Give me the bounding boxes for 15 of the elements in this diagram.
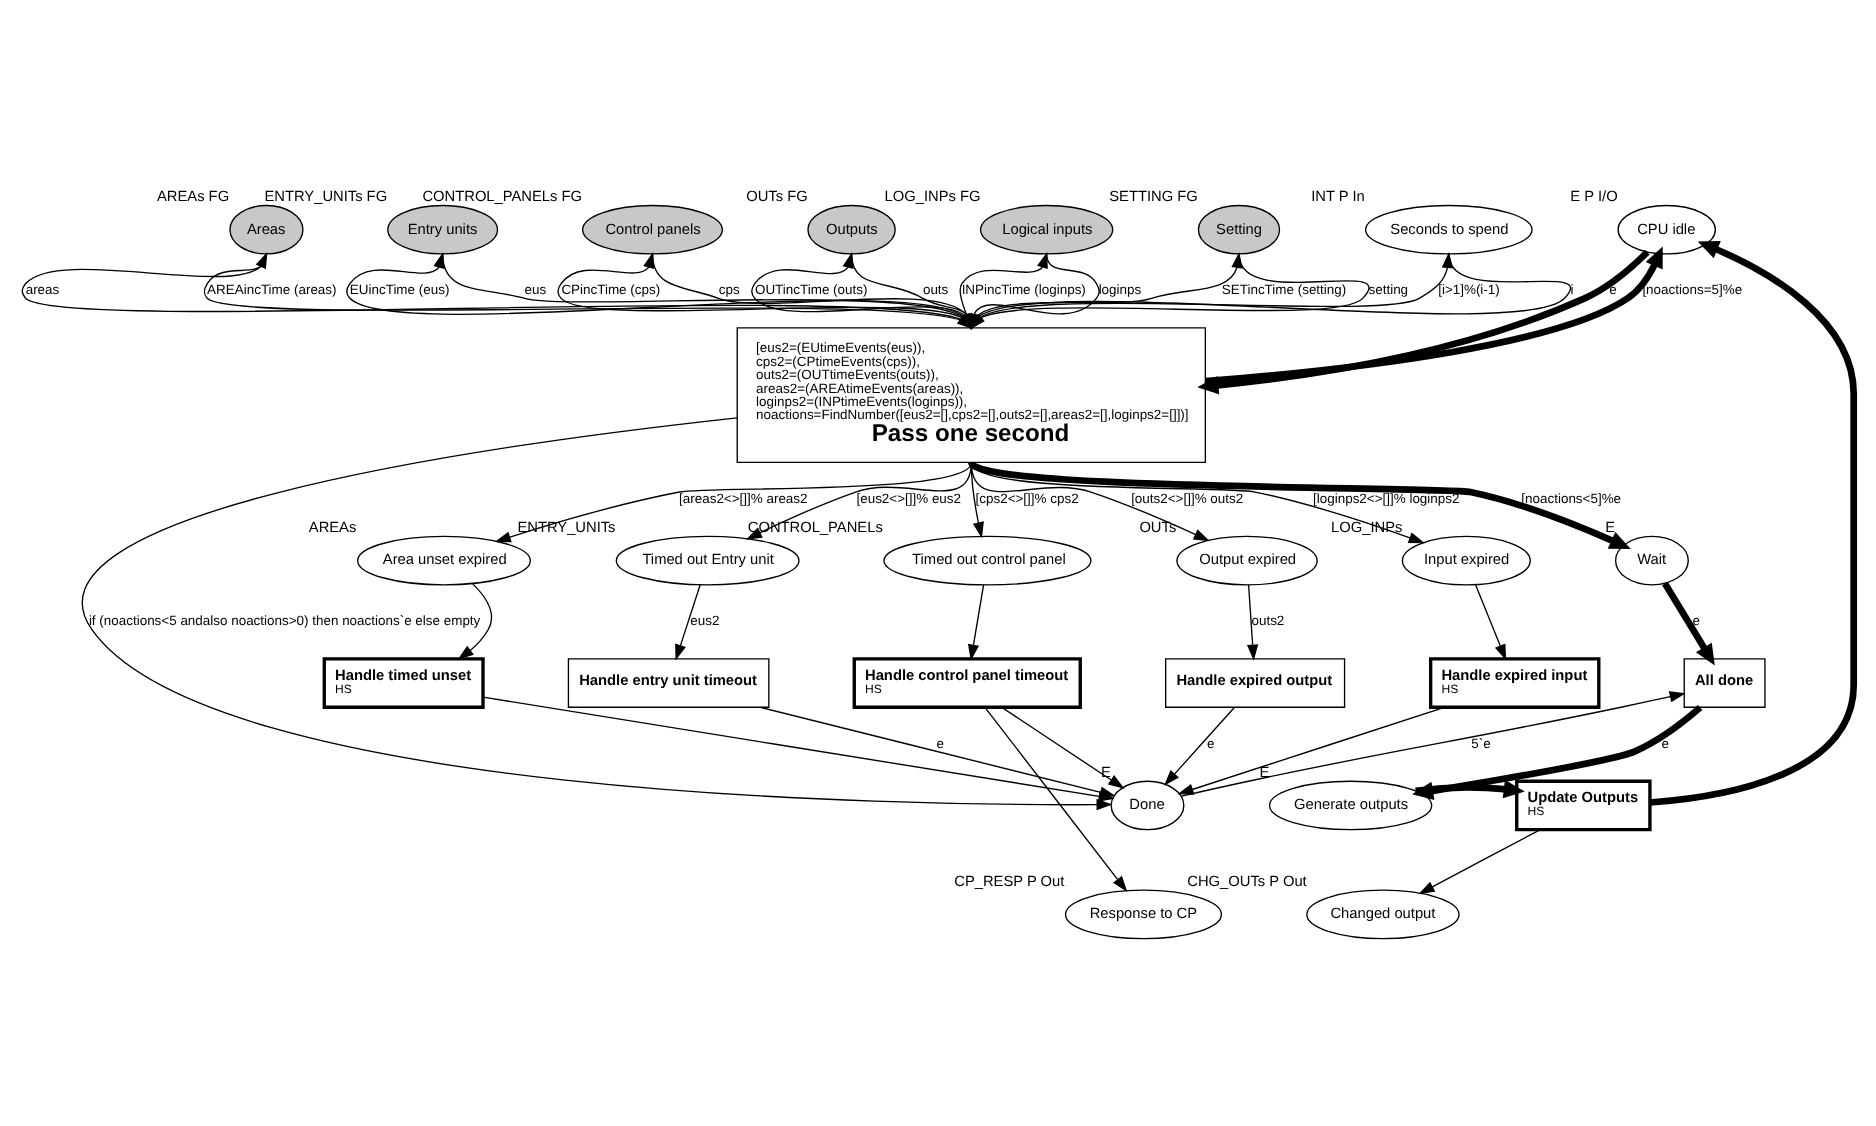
node-label: ENTRY_UNITs FG xyxy=(264,186,388,205)
node-label: AREAs xyxy=(308,517,357,536)
node-label: INT P In xyxy=(1311,186,1365,205)
node-label: E xyxy=(1259,761,1270,780)
node-label: E xyxy=(1605,517,1616,536)
node-label: SETTING FG xyxy=(1109,186,1198,205)
node-label: LOG_INPs FG xyxy=(884,186,981,205)
node-label: E P I/O xyxy=(1570,186,1618,205)
node-label: OUTs xyxy=(1139,517,1177,536)
node-label: E xyxy=(1100,761,1111,780)
node-label: CONTROL_PANELs FG xyxy=(422,186,583,205)
node-label: CHG_OUTs P Out xyxy=(1187,870,1307,889)
node-label: OUTs FG xyxy=(746,186,808,205)
node-label: CP_RESP P Out xyxy=(954,870,1065,889)
node-label: AREAs FG xyxy=(157,186,230,205)
